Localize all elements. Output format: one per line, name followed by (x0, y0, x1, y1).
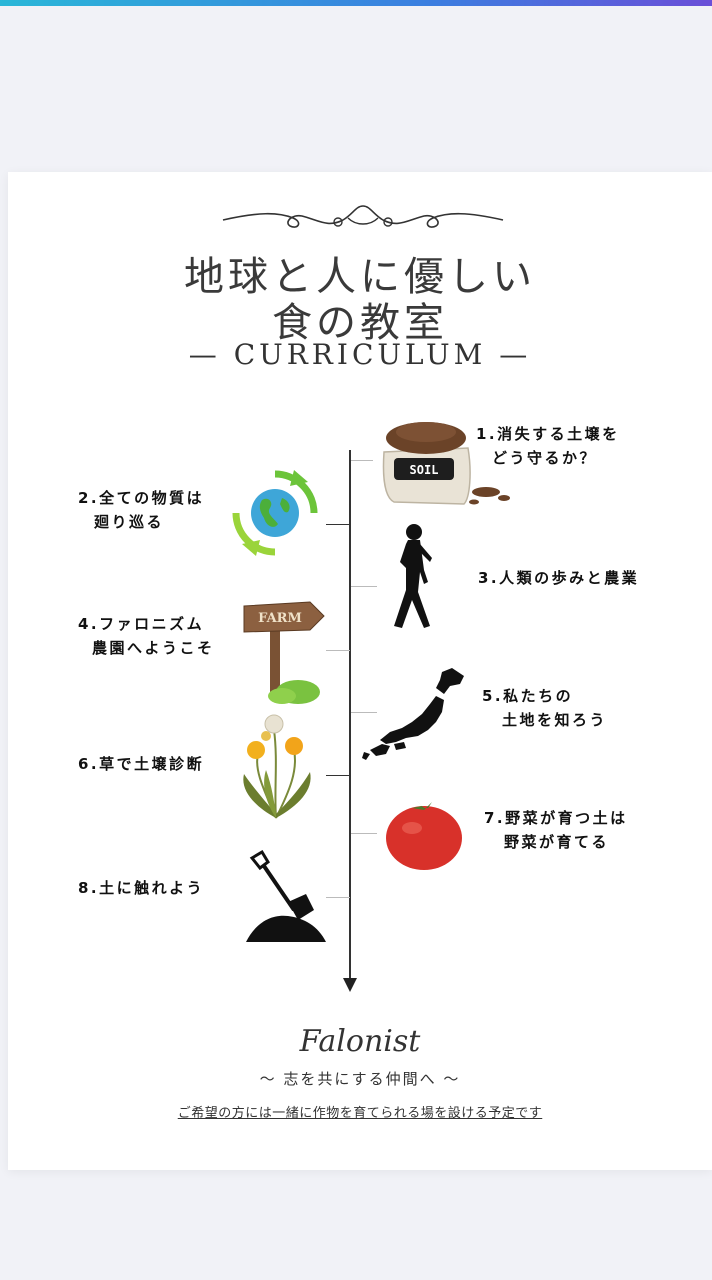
shovel-soil-icon (246, 849, 326, 942)
timeline-line (349, 450, 351, 980)
curriculum-item-5: 5.私たちの 土地を知ろう (482, 687, 608, 729)
brand-signature: Falonist (299, 1024, 421, 1059)
top-accent-bar (0, 0, 712, 6)
farm-sign-icon: FARM (243, 601, 325, 704)
page-title-line2: 食の教室 (272, 300, 448, 346)
tomato-icon (386, 800, 462, 870)
timeline-tick-6 (326, 775, 350, 776)
curriculum-item-3: 3.人類の歩みと農業 (478, 569, 640, 587)
dandelion-icon (243, 714, 311, 819)
curriculum-item-4: 4.ファロニズム 農園へようこそ (78, 615, 215, 657)
soil-sign-text: SOIL (410, 463, 439, 477)
japan-map-icon (362, 668, 464, 760)
soil-bag-icon: SOIL (382, 422, 510, 505)
curriculum-item-2: 2.全ての物質は 廻り巡る (78, 489, 205, 531)
flourish-ornament-icon (222, 205, 504, 228)
timeline-tick-8 (326, 897, 350, 898)
timeline-tick-1 (351, 460, 373, 461)
timeline-tick-5 (351, 712, 377, 713)
curriculum-subtitle: — CURRICULUM — (188, 338, 532, 371)
page-title-line1: 地球と人に優しい (184, 254, 536, 300)
timeline-tick-2 (326, 524, 350, 525)
info-link[interactable]: ご希望の方には一緒に作物を育てられる場を設ける予定です (177, 1106, 543, 1121)
timeline-tick-7 (351, 833, 377, 834)
curriculum-item-8: 8.土に触れよう (78, 879, 205, 897)
curriculum-item-6: 6.草で土壌診断 (78, 755, 205, 773)
recycle-globe-icon (232, 470, 318, 556)
curriculum-item-7: 7.野菜が育つ土は 野菜が育てる (484, 809, 628, 851)
timeline-arrow-icon (343, 978, 357, 992)
timeline-tick-4 (326, 650, 350, 651)
tagline: ～ 志を共にする仲間へ ～ (259, 1070, 461, 1088)
timeline-tick-3 (351, 586, 377, 587)
curriculum-item-1: 1.消失する土壌を どう守るか？ (476, 425, 620, 467)
curriculum-card: 地球と人に優しい 食の教室 — CURRICULUM — SOIL 1.消失する… (8, 172, 712, 1170)
walking-human-icon (394, 524, 432, 628)
farm-sign-text: FARM (258, 611, 302, 626)
